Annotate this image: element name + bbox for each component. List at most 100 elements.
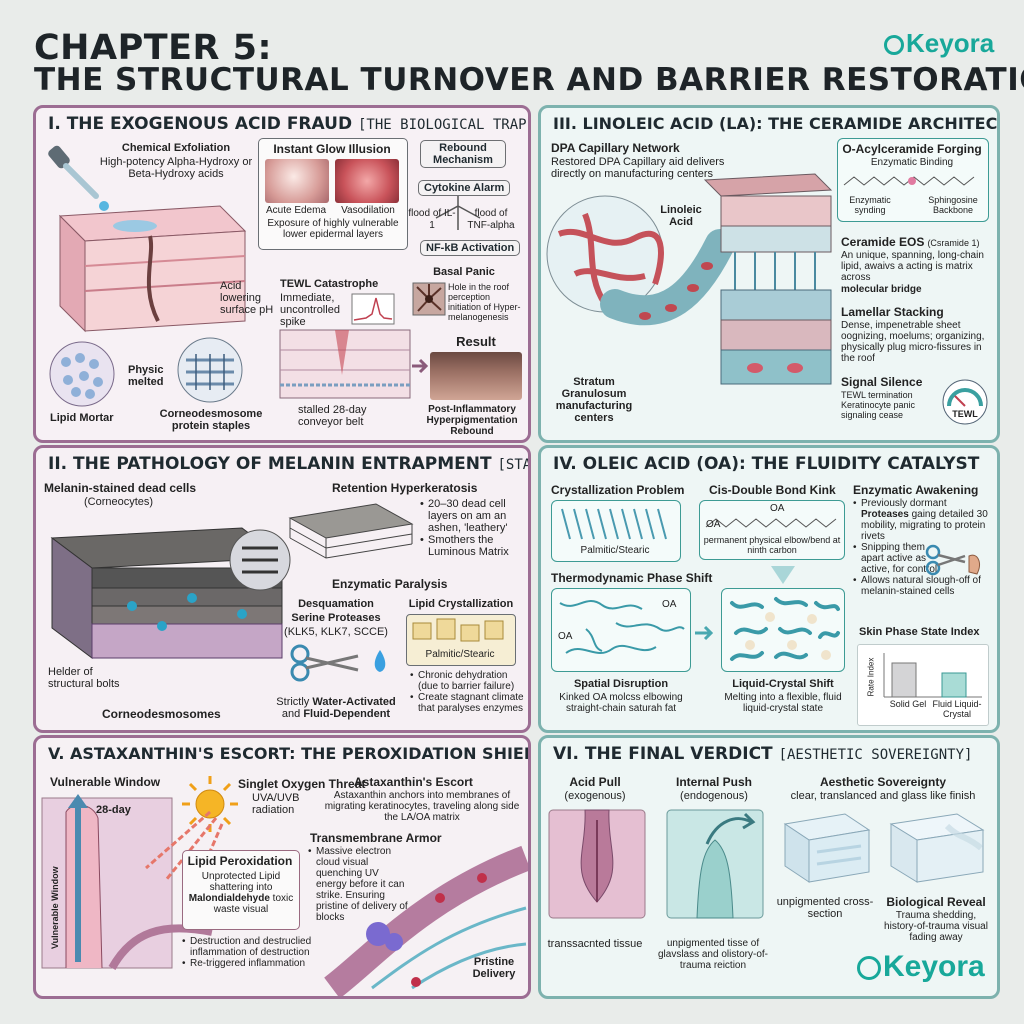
pull-sub: (exogenous)	[564, 790, 626, 802]
stalled-conveyor: stalled 28-day conveyor belt	[298, 404, 367, 428]
panel1-title: I. THE EXOGENOUS ACID FRAUD [THE BIOLOGI…	[48, 114, 528, 134]
capillary-network-illustration	[546, 195, 735, 326]
lipidperox-title: Lipid Peroxidation	[187, 854, 293, 868]
panel-linoleic-acid: III. LINOLEIC ACID (LA): THE CERAMIDE AR…	[538, 105, 1000, 443]
thermo-title: Thermodynamic Phase Shift	[551, 571, 713, 585]
lc-title: Liquid-Crystal Shift	[732, 678, 834, 690]
spatial-text: Kinked OA molcss elbowing straight-chain…	[559, 692, 683, 714]
panel-astaxanthin: V. ASTAXANTHIN'S ESCORT: THE PEROXIDATIO…	[33, 735, 531, 999]
result-skin-image	[430, 352, 522, 400]
vuln-axis: Vulnerable Window	[50, 866, 60, 949]
barrier-damage-diagram	[279, 329, 411, 399]
awaken-bullet-3: Allows natural slough-off of melanin-sta…	[853, 575, 989, 597]
kink-text: permanent physical elbow/bend at ninth c…	[703, 535, 841, 555]
chapter-title: CHAPTER 5:	[34, 28, 272, 68]
sun-icon	[182, 776, 238, 832]
index-title: Skin Phase State Index	[859, 626, 980, 638]
palmitic-label: Palmitic/Stearic	[425, 649, 495, 660]
keyora-logo-top: Keyora	[884, 28, 994, 59]
pristine-label: Pristine Delivery	[472, 956, 516, 980]
dpa-text: Restored DPA Capillary aid delivers dire…	[551, 156, 725, 180]
serine-title: Serine Proteases	[291, 612, 381, 624]
push-title: Internal Push	[675, 775, 752, 789]
dropper-icon	[48, 145, 109, 211]
bar-solid-gel	[891, 662, 917, 698]
kink-title: Cis-Double Bond Kink	[709, 483, 836, 497]
arrow-to-result	[412, 358, 429, 374]
index-ylabel: Rate Index	[866, 657, 876, 697]
bar2-label: Fluid Liquid-Crystal	[932, 699, 982, 719]
escort-text: Astaxanthin anchors into membranes of mi…	[324, 790, 520, 823]
crys-title: Crystallization Problem	[551, 483, 685, 497]
acute-edema-image	[265, 159, 329, 203]
dpa-title: DPA Capillary Network	[551, 141, 680, 155]
oa-label-a: OA	[558, 631, 573, 642]
awaken-title: Enzymatic Awakening	[853, 483, 979, 497]
unpig-caption: unpigmented cross-section	[776, 896, 874, 920]
glow-caption: Exposure of highly vulnerable lower epid…	[267, 218, 399, 240]
panel4-title: IV. OLEIC ACID (OA): THE FLUIDITY CATALY…	[553, 454, 980, 474]
logo-mark-icon	[884, 35, 904, 56]
panel5-title: V. ASTAXANTHIN'S ESCORT: THE PEROXIDATIO…	[48, 744, 531, 763]
singlet-title: Singlet Oxygen Threat	[238, 777, 366, 791]
keratin-layers-illustration	[288, 503, 414, 559]
enzymatic-synding: Enzymatic synding	[849, 195, 891, 215]
bar-fluid-liquid-crystal	[941, 672, 967, 698]
helder-label: Helder of structural bolts	[48, 666, 120, 690]
armor-bullets: Massive electron cloud visual quenching …	[308, 846, 412, 923]
flood-il1: flood of IL-1	[408, 208, 456, 231]
singlet-text: UVA/UVB radiation	[252, 792, 300, 816]
basal-panic-text: Hole in the roof perception initiation o…	[448, 282, 521, 322]
reveal-title: Biological Reveal	[886, 895, 986, 909]
panel-final-verdict: VI. THE FINAL VERDICT [AESTHETIC SOVEREI…	[538, 735, 1000, 999]
lamellar-title: Lamellar Stacking	[841, 305, 944, 319]
serine-list: (KLK5, KLK7, SCCE)	[284, 626, 388, 638]
pull-title: Acid Pull	[569, 775, 621, 789]
chem-exfoliation-text: High-potency Alpha-Hydroxy or Beta-Hydro…	[99, 156, 253, 180]
retention-bullet-2: Smothers the Luminous Matrix	[420, 534, 524, 558]
signal-text1: TEWL termination	[841, 390, 913, 400]
liquid-crystal-box	[721, 588, 845, 672]
signal-text2: Keratinocyte panic signaling cease	[841, 400, 916, 420]
lc-text: Melting into a flexible, fluid liquid-cr…	[724, 692, 842, 714]
acid-label: Acid lowering surface pH	[220, 280, 274, 316]
glow-title: Instant Glow Illusion	[273, 142, 391, 156]
basal-panic-title: Basal Panic	[433, 266, 495, 278]
gauge-label: TEWL	[952, 409, 978, 419]
eos-bold: molecular bridge	[841, 284, 922, 295]
melanin-title: Melanin-stained dead cells	[44, 481, 197, 495]
lipid-crystals-image	[412, 618, 504, 642]
crystal-box: Palmitic/Stearic	[406, 614, 516, 666]
water-activated: Strictly Water-Activated and Fluid-Depen…	[276, 696, 396, 720]
eos-title: Ceramide EOS (Csramide 1)	[841, 235, 980, 249]
shedding-illustration	[889, 813, 985, 883]
physic-melted-label: Physic melted	[128, 364, 164, 388]
awaken-bullet-1: Previously dormant Proteases gaing detai…	[853, 498, 989, 542]
sphingosine-backbone: Sphingosine Backbone	[928, 195, 978, 215]
scissors-hand-icon	[925, 544, 980, 576]
destruction-bullet: Destruction and destruclied inflammation…	[182, 936, 352, 958]
vuln-title: Vulnerable Window	[50, 775, 161, 789]
crystal-bullets: Chronic dehydration (due to barrier fail…	[410, 670, 526, 714]
linoleic-acid-label: Linoleic Acid	[660, 204, 702, 228]
kink-oa1: OA	[706, 519, 721, 530]
vasodilation-image	[335, 159, 399, 203]
sov-title: Aesthetic Sovereignty	[819, 775, 947, 789]
phase-index-chart: Rate Index Solid Gel Fluid Liquid-Crysta…	[857, 644, 989, 726]
shift-arrow	[695, 625, 714, 641]
chapter-subtitle: THE STRUCTURAL TURNOVER AND BARRIER REST…	[34, 62, 1024, 98]
phase-chart-svg	[883, 653, 982, 698]
tewl-title: TEWL Catastrophe	[280, 278, 379, 290]
signal-title: Signal Silence	[841, 375, 923, 389]
glow-illusion-box: Instant Glow Illusion Acute Edema Vasodi…	[258, 138, 408, 250]
desq-title: Desquamation	[298, 598, 374, 610]
melanin-layers-illustration	[50, 527, 291, 659]
membrane-illustration	[324, 845, 528, 996]
stagnant-bullet: Create stagnant climate that paralyses e…	[410, 692, 526, 714]
rebound-title: Rebound Mechanism	[420, 140, 506, 168]
bar1-label: Solid Gel	[889, 699, 927, 709]
scissors-icon	[290, 644, 386, 682]
eos-text: An unique, spanning, long-chain lipid, a…	[841, 250, 984, 283]
panel3-title: III. LINOLEIC ACID (LA): THE CERAMIDE AR…	[553, 114, 1000, 133]
retrigger-bullet: Re-triggered inflammation	[182, 958, 352, 969]
